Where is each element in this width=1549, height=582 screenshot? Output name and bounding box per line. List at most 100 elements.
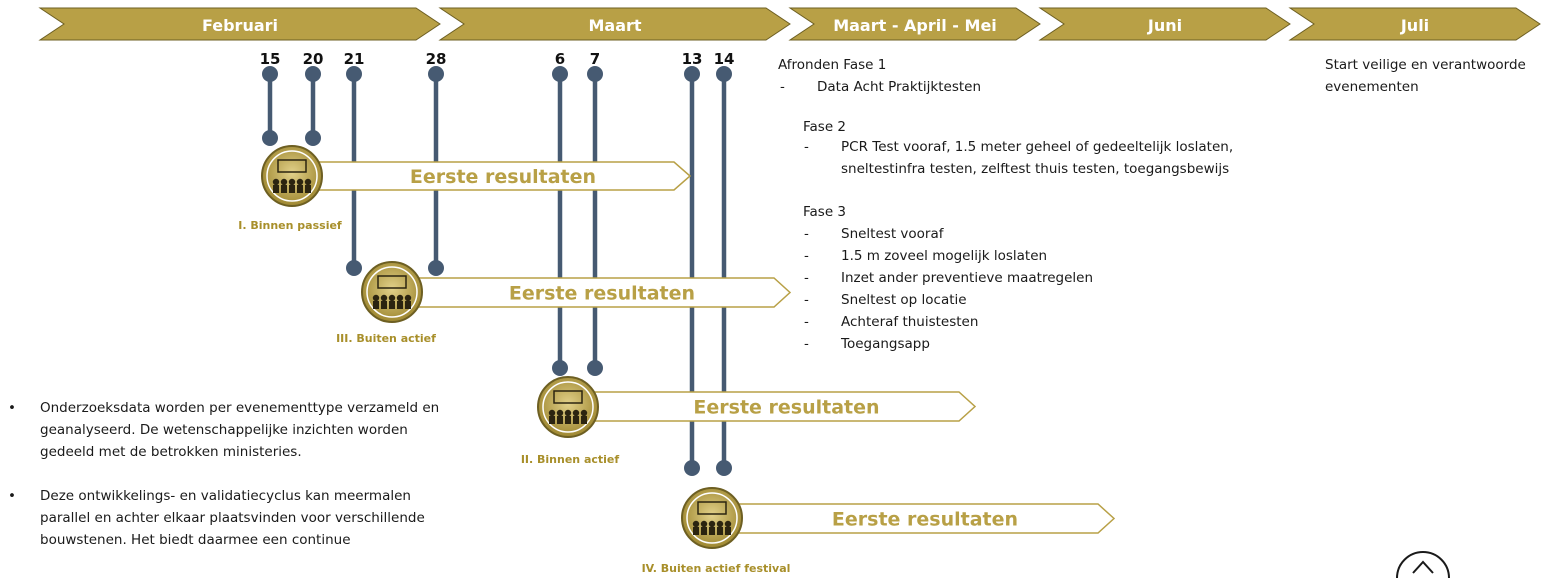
icon-ring: [266, 150, 318, 202]
person-body: [281, 185, 287, 193]
date-pin-bottom: [684, 460, 700, 476]
person-head: [304, 178, 312, 186]
result-label: Eerste resultaten: [509, 283, 695, 305]
date-label: 6: [555, 50, 565, 68]
icon-disc: [261, 145, 323, 207]
month-chevron-maart-april-mei: [788, 7, 1041, 41]
icon-ring: [542, 381, 594, 433]
icon-stage: [697, 501, 727, 515]
list-item: -Toegangsapp: [804, 336, 930, 352]
date-label: 21: [344, 50, 365, 68]
date-pin-top: [346, 66, 362, 82]
person-head: [700, 520, 708, 528]
list-item: -Achteraf thuistesten: [804, 314, 979, 330]
list-item: -Inzet ander preventieve maatregelen: [804, 270, 1094, 286]
date-pin-bottom: [587, 360, 603, 376]
person-body: [565, 416, 571, 424]
person-head: [380, 294, 388, 302]
person-head: [572, 409, 580, 417]
date-label: 20: [303, 50, 324, 68]
person-head: [288, 178, 296, 186]
month-label: Juni: [1147, 16, 1182, 35]
person-head: [548, 409, 556, 417]
fase3-list: -Sneltest vooraf -1.5 m zoveel mogelijk …: [804, 223, 1094, 355]
person-head: [692, 520, 700, 528]
person-body: [717, 527, 723, 535]
date-pin-top: [587, 66, 603, 82]
icon-ring: [366, 266, 418, 318]
person-body: [289, 185, 295, 193]
person-head: [272, 178, 280, 186]
person-body: [389, 301, 395, 309]
date-pin-top: [552, 66, 568, 82]
result-label: Eerste resultaten: [832, 509, 1018, 531]
month-chevron-februari: [38, 7, 441, 41]
person-body: [549, 416, 555, 424]
event-type-label: I. Binnen passief: [238, 219, 342, 232]
theater-audience-icon: [261, 145, 323, 207]
person-body: [693, 527, 699, 535]
person-body: [573, 416, 579, 424]
date-label: 13: [682, 50, 703, 68]
event-type-label: II. Binnen actief: [521, 453, 620, 466]
person-head: [556, 409, 564, 417]
icon-ring: [686, 492, 738, 544]
date-label: 7: [590, 50, 600, 68]
fase3-title: Fase 3: [803, 204, 847, 220]
list-item: -PCR Test vooraf, 1.5 meter geheel of ge…: [804, 139, 1234, 155]
person-body: [381, 301, 387, 309]
person-body: [581, 416, 587, 424]
date-pin-bottom: [716, 460, 732, 476]
date-pin-top: [428, 66, 444, 82]
icon-stage: [377, 275, 407, 289]
date-pin-top: [684, 66, 700, 82]
list-item: -Data Acht Praktijktesten: [780, 79, 982, 95]
fase1-list: -Data Acht Praktijktesten: [780, 76, 982, 98]
info-bullets: • Onderzoeksdata worden per evenementtyp…: [8, 397, 488, 573]
person-head: [564, 409, 572, 417]
list-item: -1.5 m zoveel mogelijk loslaten: [804, 248, 1048, 264]
date-pin-bottom: [305, 130, 321, 146]
person-body: [397, 301, 403, 309]
icon-stage: [277, 159, 307, 173]
person-head: [716, 520, 724, 528]
icon-stage: [553, 390, 583, 404]
person-body: [709, 527, 715, 535]
person-head: [580, 409, 588, 417]
date-pin-top: [716, 66, 732, 82]
fase2-title: Fase 2: [803, 119, 847, 135]
person-body: [725, 527, 731, 535]
date-pin-bottom: [262, 130, 278, 146]
person-body: [273, 185, 279, 193]
bullet-dot-icon: •: [8, 400, 16, 416]
month-chevron-juni: [1038, 7, 1291, 41]
month-label: Maart - April - Mei: [833, 16, 997, 35]
indoor-concert-icon: [537, 376, 599, 438]
list-item: -Sneltest vooraf: [804, 226, 944, 242]
person-head: [724, 520, 732, 528]
person-head: [388, 294, 396, 302]
month-label: Februari: [202, 16, 278, 35]
person-head: [280, 178, 288, 186]
bullet-item: • Onderzoeksdata worden per evenementtyp…: [8, 397, 488, 463]
month-label: Juli: [1400, 16, 1429, 35]
outdoor-sports-icon: [361, 261, 423, 323]
person-body: [297, 185, 303, 193]
person-head: [404, 294, 412, 302]
icon-disc: [681, 487, 743, 549]
fase2-list: -PCR Test vooraf, 1.5 meter geheel of ge…: [804, 136, 1234, 180]
date-pin-top: [262, 66, 278, 82]
person-body: [701, 527, 707, 535]
date-label: 15: [260, 50, 281, 68]
person-body: [305, 185, 311, 193]
list-item: -Sneltest op locatie: [804, 292, 967, 308]
person-body: [405, 301, 411, 309]
date-label: 28: [426, 50, 447, 68]
date-pin-bottom: [346, 260, 362, 276]
july-note: Start veilige en verantwoorde evenemente…: [1325, 57, 1526, 95]
